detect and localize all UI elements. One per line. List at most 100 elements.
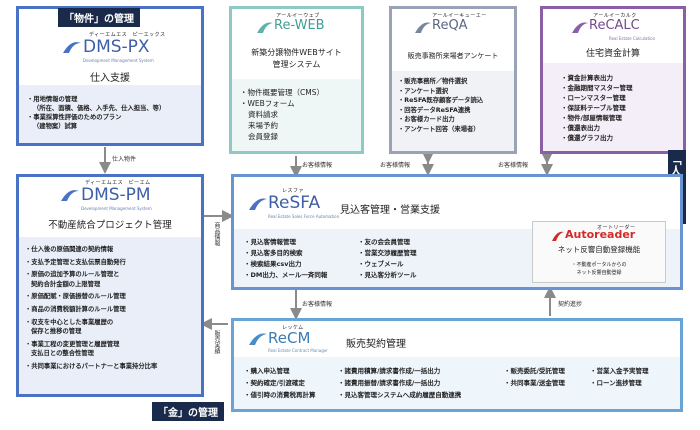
list-item: ・お客様カード出力	[398, 116, 455, 123]
dms-pm-header: ディーエムエス ピーエム DMS-PM Development Manageme…	[19, 177, 201, 237]
reqa-panel: アールイーキューエー ReQA 販売事務所来場者アンケート ・販売事務所／物件選…	[389, 6, 517, 154]
list-item: ・保証料テーブル管理	[561, 104, 626, 112]
list-item: ・営業交渉履歴管理	[358, 249, 417, 257]
autoreader-logo-mark-icon	[552, 231, 564, 241]
reqa-logo-mark-icon	[415, 22, 431, 33]
dms-pm-panel: ディーエムエス ピーエム DMS-PM Development Manageme…	[16, 174, 204, 397]
list-item: ・購入申込管理	[244, 367, 290, 375]
list-item: （所在、面積、価格、入手先、仕入担当、等）	[33, 105, 166, 112]
list-item: ・共同事業/送金管理	[504, 379, 565, 387]
dms-pm-tagline: Development Management System	[81, 206, 152, 211]
dms-px-logo: DMS-PX	[83, 37, 150, 57]
list-item: ・ローンマスター管理	[561, 94, 626, 102]
recalc-panel: アールイーカルク ReCALC Real Estate Calculation …	[540, 6, 686, 154]
list-item: ・見込客情報管理	[244, 238, 296, 246]
list-item: ・支払予定管理と支払伝票自動発行	[25, 258, 126, 266]
flow-label-product-info: 商品情報	[213, 222, 220, 246]
list-item: ・事業採算性評価のためのプラン	[27, 114, 122, 121]
list-item: ・販売委託/受託管理	[504, 367, 565, 375]
list-item: 保存と推移の管理	[31, 328, 82, 336]
flow-label-customer-info-web: お客様情報	[302, 162, 333, 169]
list-item: （建物案）試算	[33, 123, 78, 130]
resfa-panel: レスファ ReSFA Real Estate Sales Force Autom…	[231, 174, 683, 290]
list-item: ・見込客管理システムへ成約履歴自動連携	[338, 391, 462, 399]
list-item: ・友の会会員管理	[358, 238, 410, 246]
autoreader-logo: Autoreader	[565, 228, 636, 241]
resfa-subtitle: 見込客管理・営業支援	[340, 205, 440, 216]
resfa-header: レスファ ReSFA Real Estate Sales Force Autom…	[234, 177, 680, 229]
resfa-ruby: レスファ	[282, 188, 305, 194]
list-item: ・WEBフォーム	[240, 99, 295, 108]
badge-money-management: 「金」の管理	[152, 402, 224, 421]
list-item: ・ウェブメール	[358, 260, 404, 268]
list-item: ・物件/部屋情報管理	[561, 114, 622, 122]
list-item: ・営業入金予実管理	[590, 367, 649, 375]
list-item: ・金融期間マスター管理	[561, 84, 633, 92]
flow-label-contract-progress: 契約進捗	[558, 301, 583, 308]
list-item: 来場予約	[248, 121, 278, 130]
list-item: ・仕入後の原価関連の契約情報	[25, 246, 114, 253]
list-item: ・ReSFA既存顧客データ読込	[398, 97, 484, 104]
list-item: ・検索結果csv出力	[244, 260, 302, 268]
list-item: ・用地情報の管理	[27, 96, 78, 103]
re-web-subtitle-line1: 新築分譲物件WEBサイト	[251, 48, 342, 57]
dms-px-ruby: ディーエムエス ピーエックス	[89, 32, 166, 38]
flow-label-purchase-property: 仕入物件	[112, 156, 137, 163]
recalc-header: アールイーカルク ReCALC Real Estate Calculation …	[543, 9, 683, 63]
reqa-subtitle: 販売事務所来場者アンケート	[407, 52, 499, 60]
recm-ruby: レッケム	[282, 325, 304, 331]
resfa-feature-list-col1: ・見込客情報管理 ・見込客多目的検索 ・検索結果csv出力 ・DM出力、メール一…	[244, 237, 327, 281]
list-item: ・見込客分析ツール	[358, 271, 417, 279]
list-item: ・ローン進捗管理	[590, 379, 642, 387]
recm-tagline: Real Estate Contract Manager	[268, 348, 328, 353]
list-item: ・アンケート選択	[398, 87, 449, 95]
recalc-feature-list: ・資金計算表出力 ・金融期間マスター管理 ・ローンマスター管理 ・保証料テーブル…	[561, 73, 633, 143]
recm-feature-list-col2: ・諸費用積算/請求書作成/一括出力 ・諸費用振替/請求書作成/一括出力 ・見込客…	[338, 365, 461, 401]
dms-pm-feature-list: ・仕入後の原価関連の契約情報 ・支払予定管理と支払伝票自動発行 ・原価の追加予算…	[25, 245, 157, 372]
list-item: ・アンケート回答（来場者）	[398, 125, 480, 133]
recm-feature-list-col3: ・販売委託/受託管理 ・共同事業/送金管理	[504, 365, 565, 389]
list-item: ・回答データReSFA連携	[398, 106, 471, 114]
list-item: 契約合計金額の上限管理	[31, 280, 101, 288]
recm-subtitle: 販売契約管理	[346, 339, 406, 350]
list-item: ・商品の消費税額計算のルール管理	[25, 305, 126, 313]
recm-feature-list-col1: ・購入申込管理 ・契約確定/引渡確定 ・値引時の消費税再計算	[244, 365, 316, 401]
list-item: ・事業工程の変更管理と履歴管理	[25, 340, 120, 348]
autoreader-note-line1: ・不動産ポータルからの	[571, 262, 627, 268]
reqa-feature-list: ・販売事務所／物件選択 ・アンケート選択 ・ReSFA既存顧客データ読込 ・回答…	[398, 77, 483, 134]
dms-pm-subtitle: 不動産統合プロジェクト管理	[48, 220, 172, 231]
re-web-header: アールイーウェブ Re-WEB 新築分譲物件WEBサイト 管理システム	[232, 9, 361, 79]
flow-label-sales-results: 販売実績	[213, 330, 220, 354]
dms-pm-logo: DMS-PM	[81, 185, 151, 205]
resfa-tagline: Real Estate Sales Force Automation	[268, 214, 340, 219]
list-item: ・資金計算表出力	[561, 74, 613, 82]
autoreader-subtitle: ネット反響自動登録機能	[557, 245, 641, 254]
list-item: ・値引時の消費税再計算	[244, 391, 316, 399]
list-item: 資料請求	[248, 110, 278, 119]
resfa-logo: ReSFA	[268, 193, 321, 213]
recalc-logo-mark-icon	[572, 22, 588, 33]
autoreader-note-line2: ネット反響自動登録	[576, 270, 622, 276]
dms-pm-ruby: ディーエムエス ピーエム	[85, 180, 151, 186]
list-item: ・収支を中心とした事業履歴の	[25, 318, 114, 326]
list-item: ・販売事務所／物件選択	[398, 78, 468, 85]
badge-property-management: 「物件」の管理	[58, 8, 140, 27]
re-web-ruby: アールイーウェブ	[276, 13, 320, 19]
list-item: ・共同事業におけるパートナーと事業持分比率	[25, 362, 158, 370]
dms-px-header: ディーエムエス ピーエックス DMS-PX Development Manage…	[19, 9, 201, 85]
recm-feature-list-col4: ・営業入金予実管理 ・ローン進捗管理	[590, 365, 649, 389]
list-item: ・償還表出力	[561, 124, 600, 132]
list-item: ・償還グラフ出力	[561, 134, 613, 142]
recalc-subtitle: 住宅資金計算	[585, 49, 640, 59]
list-item: ・諸費用積算/請求書作成/一括出力	[338, 367, 441, 375]
recalc-logo: ReCALC	[589, 18, 640, 33]
dms-px-panel: ディーエムエス ピーエックス DMS-PX Development Manage…	[16, 6, 204, 146]
re-web-panel: アールイーウェブ Re-WEB 新築分譲物件WEBサイト 管理システム ・物件概…	[229, 6, 364, 154]
list-item: ・見込客多目的検索	[244, 249, 303, 257]
list-item: 支払日との整合性管理	[31, 350, 94, 358]
recm-logo-mark-icon	[249, 333, 267, 345]
reqa-logo: ReQA	[432, 18, 468, 33]
list-item: ・物件概要管理（CMS）	[240, 88, 324, 97]
list-item: ・原価配賦・原価振替のルール管理	[25, 293, 126, 301]
flow-label-customer-info-qa: お客様情報	[380, 162, 411, 169]
